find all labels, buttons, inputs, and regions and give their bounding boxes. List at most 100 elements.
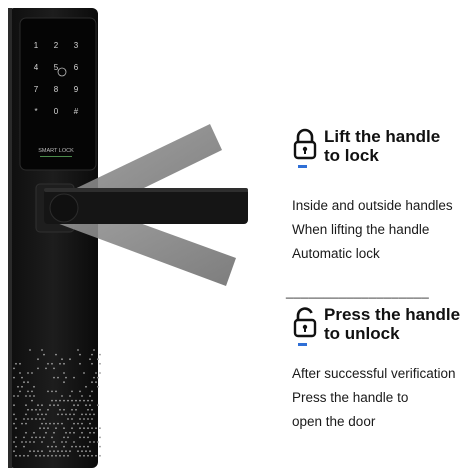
texture-dot xyxy=(73,404,75,406)
feature-unlock-title-line2: to unlock xyxy=(324,324,460,343)
texture-dot xyxy=(57,423,59,425)
texture-dot xyxy=(85,386,87,388)
texture-dot xyxy=(89,432,91,434)
texture-dot xyxy=(93,349,95,351)
texture-dot xyxy=(79,354,81,356)
texture-dot xyxy=(39,427,41,429)
texture-dot xyxy=(53,368,55,370)
texture-dot xyxy=(29,441,31,443)
texture-dot xyxy=(75,409,77,411)
texture-dot xyxy=(71,400,73,402)
texture-dot xyxy=(89,414,91,416)
keypad-key: * xyxy=(34,107,37,116)
texture-dot xyxy=(21,386,23,388)
keypad-key: 2 xyxy=(54,41,59,50)
texture-dot xyxy=(77,423,79,425)
texture-dot xyxy=(41,423,43,425)
texture-dot xyxy=(29,450,31,452)
texture-dot xyxy=(69,450,71,452)
texture-dot xyxy=(57,404,59,406)
texture-dot xyxy=(99,363,101,365)
texture-dot xyxy=(41,404,43,406)
texture-dot xyxy=(97,404,99,406)
texture-dot xyxy=(63,400,65,402)
texture-dot xyxy=(73,432,75,434)
keypad-key: # xyxy=(74,107,79,116)
texture-dot xyxy=(87,437,89,439)
texture-dot xyxy=(89,395,91,397)
texture-dot xyxy=(91,354,93,356)
texture-dot xyxy=(81,432,83,434)
texture-dot xyxy=(69,414,71,416)
texture-dot xyxy=(35,455,37,457)
texture-dot xyxy=(89,450,91,452)
feature-unlock-line-2: Press the handle to xyxy=(292,390,408,405)
texture-dot xyxy=(51,391,53,393)
texture-dot xyxy=(25,404,27,406)
texture-dot xyxy=(55,354,57,356)
accent-bar xyxy=(298,343,307,346)
feature-unlock-line-1: After successful verification xyxy=(292,366,456,381)
handle-main-highlight xyxy=(44,188,248,192)
texture-dot xyxy=(15,418,17,420)
keypad-key: 6 xyxy=(74,63,79,72)
texture-dot xyxy=(13,414,15,416)
texture-dot xyxy=(57,414,59,416)
texture-dot xyxy=(55,400,57,402)
smart-lock-illustration: 123456789*0# SMART LOCK xyxy=(0,0,280,474)
texture-dot xyxy=(97,441,99,443)
texture-dot xyxy=(79,363,81,365)
keypad-key: 8 xyxy=(54,85,59,94)
texture-dot xyxy=(59,409,61,411)
texture-dot xyxy=(47,391,49,393)
texture-dot xyxy=(69,358,71,360)
texture-dot xyxy=(33,395,35,397)
texture-dot xyxy=(63,372,65,374)
feature-lock-title-line1: Lift the handle xyxy=(324,127,440,146)
texture-dot xyxy=(27,381,29,383)
texture-dot xyxy=(67,418,69,420)
texture-dot xyxy=(99,446,101,448)
texture-dot xyxy=(53,441,55,443)
handle-hub xyxy=(50,194,78,222)
texture-dot xyxy=(63,409,65,411)
texture-dot xyxy=(37,358,39,360)
texture-dot xyxy=(53,432,55,434)
texture-dot xyxy=(23,446,25,448)
texture-dot xyxy=(97,377,99,379)
texture-dot xyxy=(97,386,99,388)
texture-dot xyxy=(23,418,25,420)
texture-dot xyxy=(85,404,87,406)
texture-dot xyxy=(75,446,77,448)
texture-dot xyxy=(63,455,65,457)
texture-dot xyxy=(61,423,63,425)
texture-dot xyxy=(63,381,65,383)
texture-dot xyxy=(37,450,39,452)
keypad-key: 7 xyxy=(34,85,39,94)
texture-dot xyxy=(15,446,17,448)
texture-dot xyxy=(27,409,29,411)
texture-dot xyxy=(21,377,23,379)
texture-dot xyxy=(31,391,33,393)
texture-dot xyxy=(13,368,15,370)
texture-dot xyxy=(71,446,73,448)
brand-underline xyxy=(40,156,72,157)
texture-dot xyxy=(71,427,73,429)
texture-dot xyxy=(65,432,67,434)
texture-dot xyxy=(59,363,61,365)
texture-dot xyxy=(31,372,33,374)
texture-dot xyxy=(45,414,47,416)
texture-dot xyxy=(41,450,43,452)
texture-dot xyxy=(79,418,81,420)
texture-dot xyxy=(79,455,81,457)
texture-dot xyxy=(33,432,35,434)
texture-dot xyxy=(77,450,79,452)
texture-dot xyxy=(51,363,53,365)
texture-dot xyxy=(61,358,63,360)
texture-dot xyxy=(77,404,79,406)
texture-dot xyxy=(41,349,43,351)
texture-dot xyxy=(53,404,55,406)
texture-dot xyxy=(27,372,29,374)
padlock-unlocked-icon xyxy=(292,305,318,339)
texture-dot xyxy=(93,377,95,379)
